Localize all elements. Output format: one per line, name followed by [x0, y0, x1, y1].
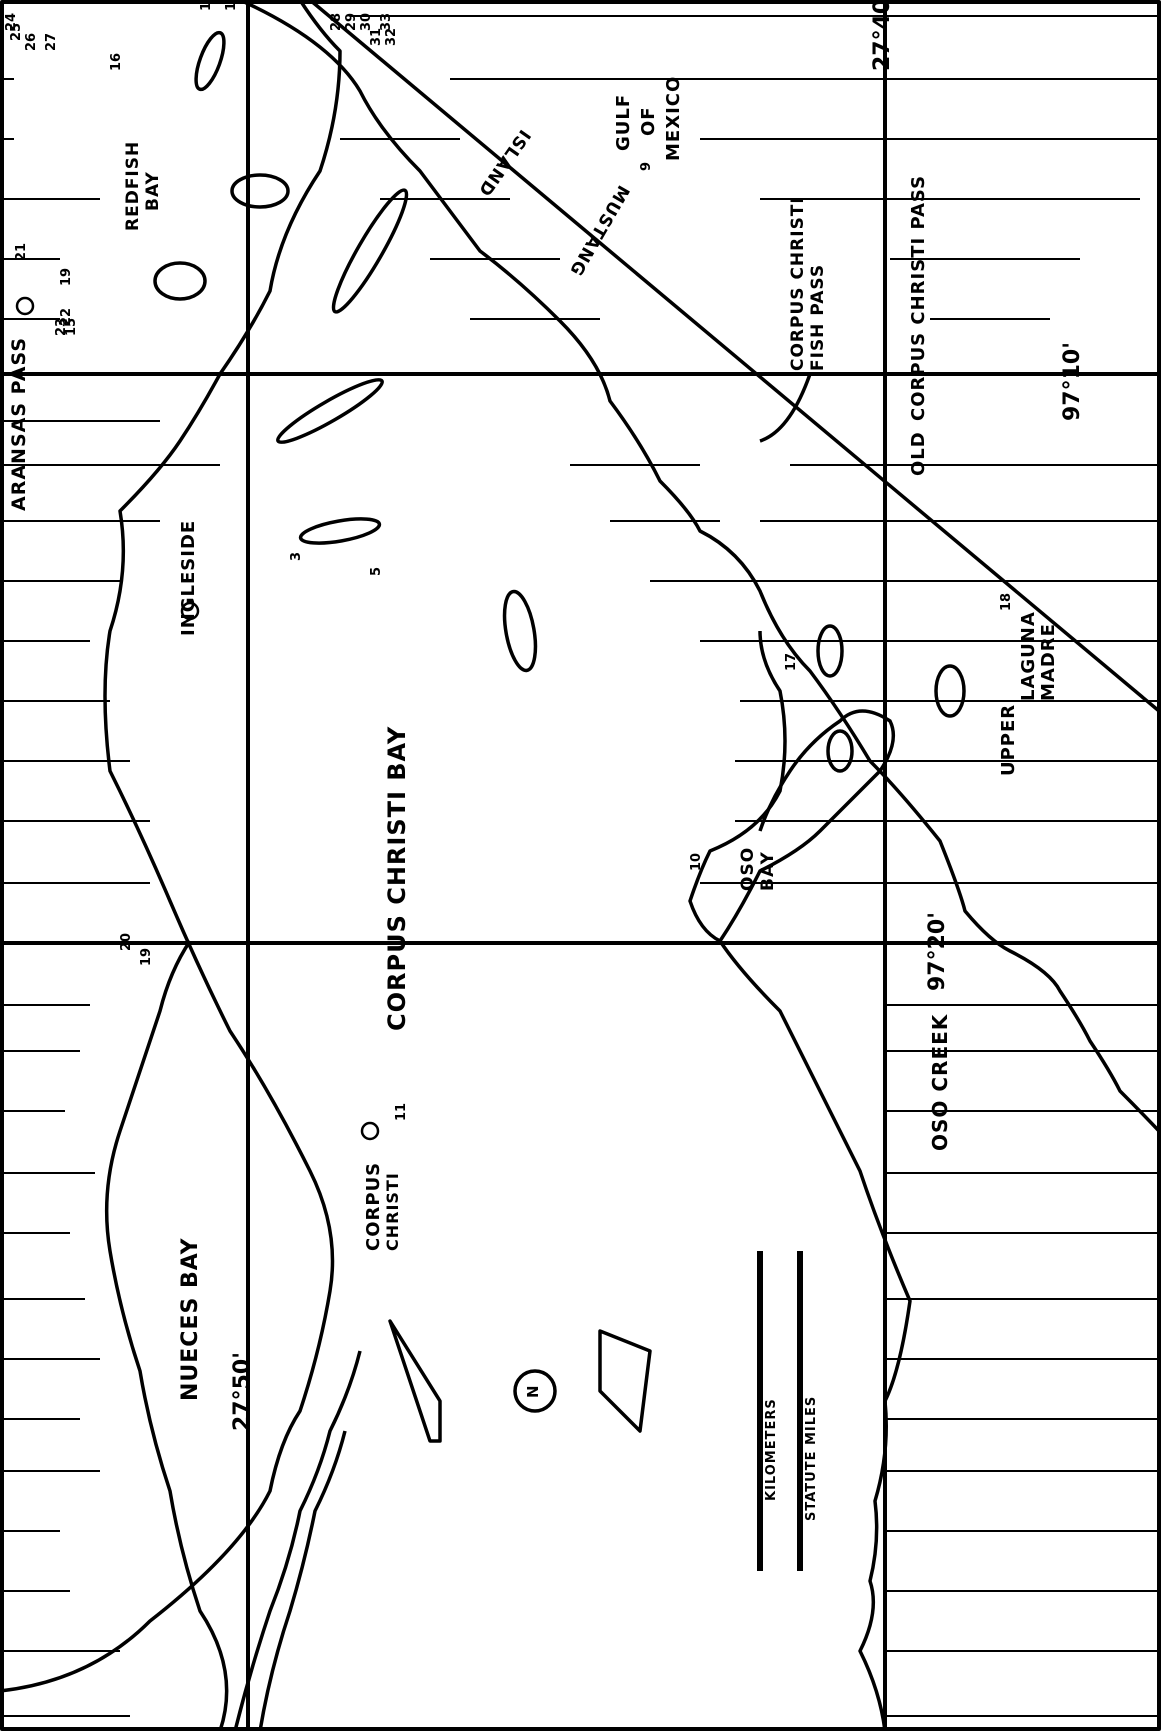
latitude-2740: 27°40': [870, 0, 895, 71]
station-23: 23: [54, 317, 69, 336]
corpus-christi-marker: [360, 1121, 380, 1141]
station-5: 5: [369, 566, 384, 576]
station-9: 9: [639, 161, 654, 171]
longitude-9710: 97°10': [1060, 342, 1085, 421]
station-17: 17: [784, 652, 799, 671]
station-19b: 19: [139, 947, 154, 966]
station-11: 11: [394, 1102, 409, 1121]
station-21: 21: [14, 242, 29, 261]
label-fish-pass-2: FISH PASS: [808, 263, 828, 371]
label-nueces-bay: NUECES BAY: [178, 1237, 203, 1401]
scale-kilometers-label: KILOMETERS: [764, 1398, 779, 1501]
station-3: 3: [289, 551, 304, 561]
station-18: 18: [999, 592, 1014, 611]
station-10: 10: [689, 852, 704, 871]
label-oso-bay: BAY: [758, 851, 778, 891]
station-13: 13: [224, 0, 239, 11]
station-16: 16: [109, 52, 124, 71]
label-gulf: GULF: [613, 93, 634, 151]
gulf-coastline: [308, 0, 1161, 713]
label-fish-pass-1: CORPUS CHRISTI: [788, 196, 808, 371]
station-12: 12: [199, 0, 214, 11]
station-28: 28: [329, 12, 344, 31]
label-ingleside: INGLESIDE: [178, 519, 199, 636]
label-christi: CHRISTI: [383, 1172, 402, 1251]
label-upper: UPPER: [998, 703, 1019, 776]
barrier-island-shore: [239, 0, 1161, 1133]
label-corpus-christi-bay: CORPUS CHRISTI BAY: [383, 725, 411, 1031]
label-oso-creek: OSO CREEK: [928, 1013, 952, 1151]
label-old-pass: CORPUS CHRISTI PASS: [908, 174, 929, 421]
station-26: 26: [24, 32, 39, 51]
scale-statute-miles-label: STATUTE MILES: [804, 1395, 819, 1521]
label-laguna: LAGUNA: [1018, 611, 1039, 701]
label-corpus: CORPUS: [363, 1161, 384, 1251]
north-arrow-label: N: [524, 1384, 542, 1398]
longitude-9720: 97°20': [925, 912, 950, 991]
station-25: 25: [9, 22, 24, 41]
label-aransas-pass: ARANSAS PASS: [8, 336, 30, 511]
label-redfish-bay: BAY: [143, 171, 163, 211]
label-madre: MADRE: [1038, 623, 1059, 701]
station-27: 27: [44, 32, 59, 51]
label-oso: OSO: [738, 846, 758, 891]
station-19: 19: [59, 267, 74, 286]
label-redfish: REDFISH: [123, 140, 143, 231]
latitude-2750: 27°50': [230, 1352, 255, 1431]
ingleside-marker: [180, 601, 200, 621]
station-29: 29: [344, 12, 359, 31]
label-mexico: MEXICO: [663, 75, 684, 161]
label-of: OF: [638, 106, 659, 136]
station-33: 33: [379, 12, 394, 31]
station-20: 20: [119, 932, 134, 951]
label-old: OLD: [908, 431, 929, 476]
north-shoreline: [0, 0, 342, 1693]
